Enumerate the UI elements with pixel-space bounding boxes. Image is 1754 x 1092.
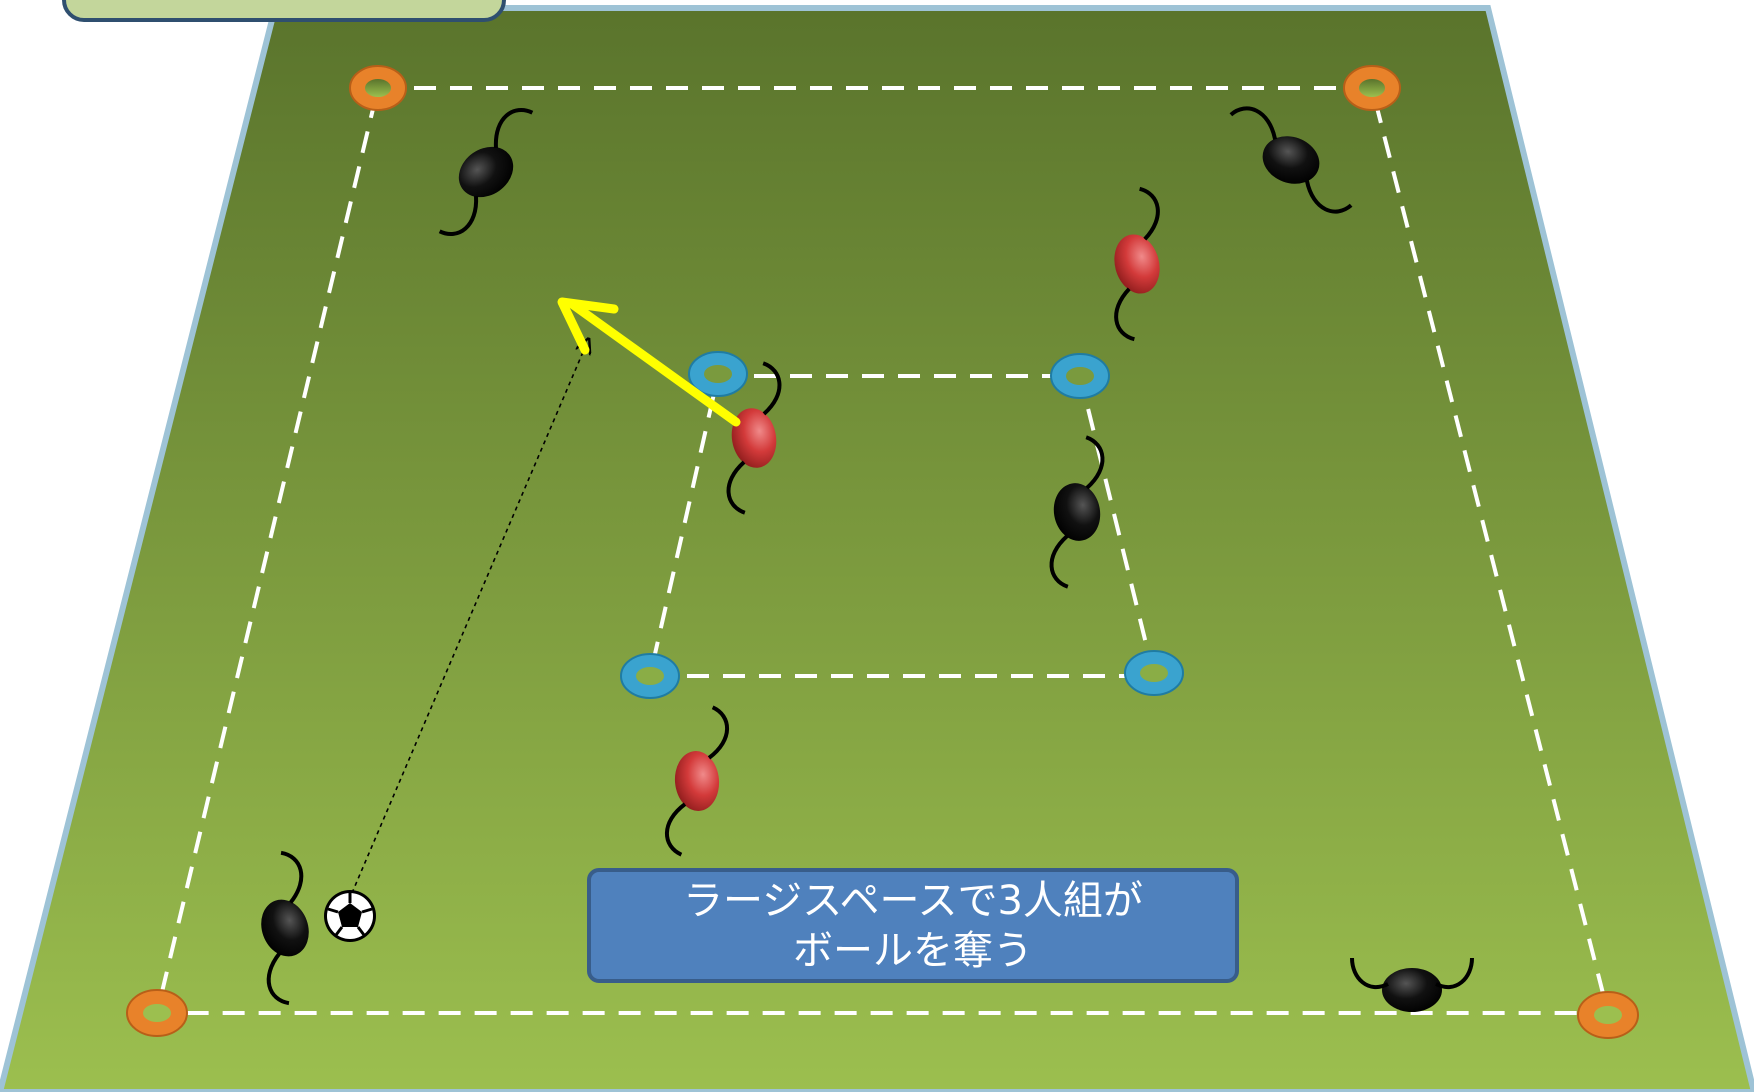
black-player-icon <box>438 107 534 237</box>
red-player-icon <box>726 361 782 515</box>
orange-cone-icon <box>126 989 188 1037</box>
orange-cone-icon <box>1577 991 1639 1039</box>
black-player-icon <box>1229 106 1353 214</box>
blue-cone-icon <box>1124 650 1184 696</box>
blue-cone-icon <box>688 351 748 397</box>
soccer-ball-icon <box>324 890 376 942</box>
orange-cone-icon <box>349 65 407 111</box>
caption-box: ラージスペースで3人組が ボールを奪う <box>587 868 1239 983</box>
dotted-pass-arrow <box>351 345 586 894</box>
red-player-icon <box>1114 186 1160 342</box>
black-player-icon <box>261 850 309 1006</box>
red-player-icon <box>665 705 729 857</box>
blue-cone-icon <box>620 653 680 699</box>
pitch <box>0 4 1754 1092</box>
black-player-icon <box>1049 435 1105 589</box>
title-tab <box>62 0 506 22</box>
caption-line-2: ボールを奪う <box>793 927 1033 974</box>
black-player-icon <box>1350 957 1474 1012</box>
orange-cone-icon <box>1343 65 1401 111</box>
caption-line-1: ラージスペースで3人組が <box>683 877 1143 924</box>
yellow-run-arrow <box>557 297 741 427</box>
blue-cone-icon <box>1050 353 1110 399</box>
inner-area-boundary <box>647 374 1157 678</box>
